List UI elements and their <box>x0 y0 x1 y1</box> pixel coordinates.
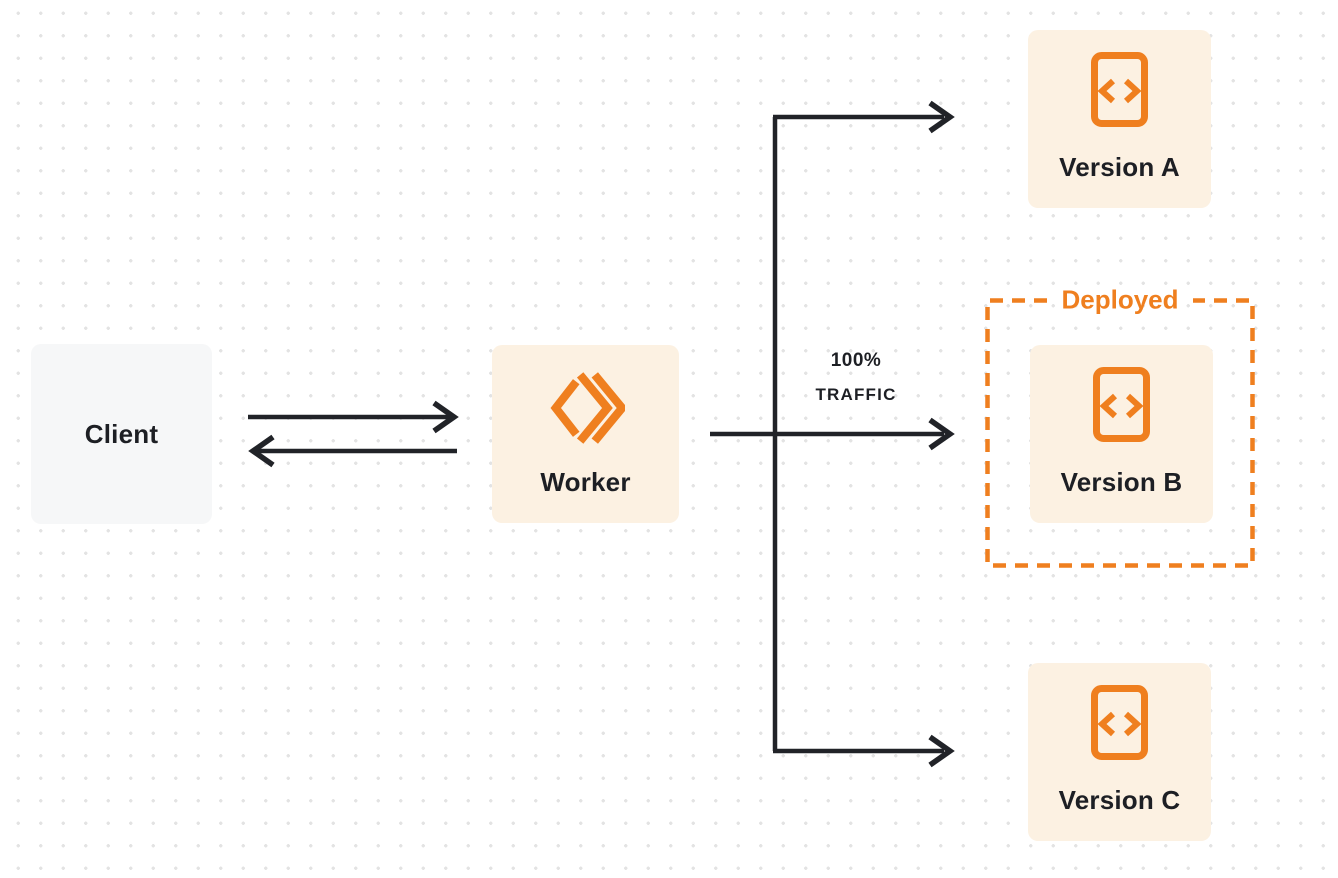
deployed-label: Deployed <box>1061 284 1179 315</box>
deployed-frame: Deployed Version B <box>985 285 1255 568</box>
traffic-word: TRAFFIC <box>815 385 897 404</box>
worker-label: Worker <box>540 467 631 497</box>
split-to-version-c-arrow <box>773 734 955 768</box>
worker-traffic-arrow <box>710 417 955 451</box>
code-file-icon <box>1091 52 1148 127</box>
workers-logo-icon <box>547 370 627 446</box>
node-worker: Worker <box>492 345 679 523</box>
node-version-b: Version B <box>1030 345 1213 523</box>
version-c-label: Version C <box>1058 785 1181 815</box>
version-b-label: Version B <box>1060 467 1183 497</box>
traffic-percent: 100% <box>830 350 882 371</box>
client-to-worker-arrow <box>248 400 459 434</box>
code-file-icon <box>1091 685 1148 760</box>
node-version-a: Version A <box>1028 30 1211 208</box>
node-client: Client <box>31 344 212 524</box>
worker-to-client-arrow <box>248 434 457 468</box>
code-file-icon <box>1093 367 1150 442</box>
version-a-label: Version A <box>1059 152 1180 182</box>
deployed-dashed-border <box>985 298 1255 568</box>
traffic-annotation: 100% TRAFFIC <box>796 350 916 405</box>
split-to-version-a-arrow <box>773 100 955 134</box>
node-version-c: Version C <box>1028 663 1211 841</box>
client-label: Client <box>84 418 159 449</box>
